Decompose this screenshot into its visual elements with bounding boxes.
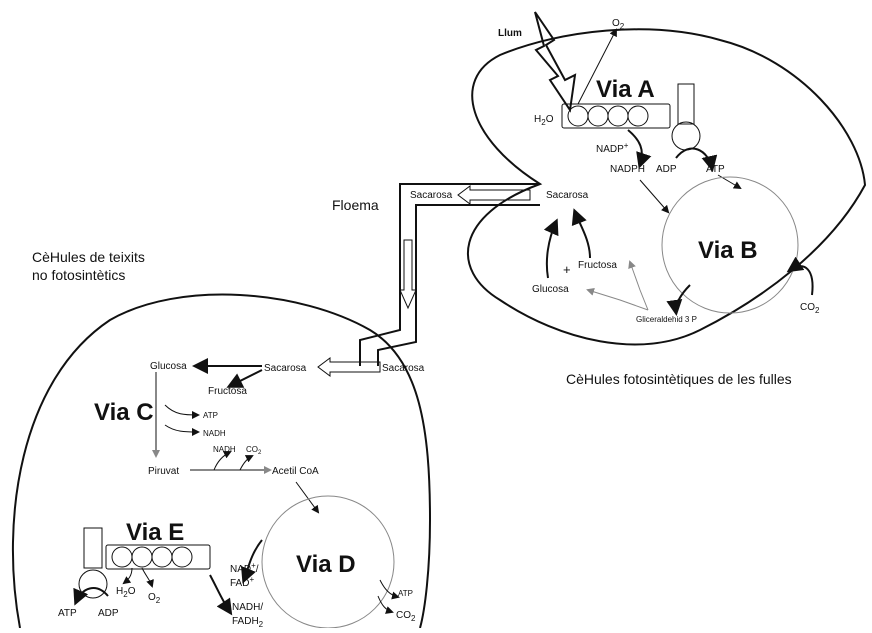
label-fad: FAD+ — [230, 575, 254, 589]
arrow-g3p-fructosa — [628, 260, 649, 311]
label-via-a: Via A — [596, 76, 655, 103]
label-adp-top: ADP — [656, 164, 677, 175]
floema-arrow-down — [399, 239, 417, 310]
arrow-viad-co2 — [377, 595, 394, 614]
label-adp-bottom: ADP — [98, 608, 119, 619]
label-acetil: Acetil CoA — [272, 466, 319, 477]
arrow-nadp-nadph — [627, 129, 652, 169]
label-nad-fad: NAD+/ — [230, 561, 259, 575]
label-nadh-small: NADH — [213, 445, 236, 454]
label-via-c: Via C — [94, 399, 154, 426]
label-nadp: NADP+ — [596, 141, 629, 155]
label-sacarosa-leaf: Sacarosa — [546, 190, 589, 201]
label-via-e: Via E — [126, 519, 184, 546]
label-nadh-c: NADH — [203, 429, 226, 438]
floema-arrow-left — [457, 185, 531, 205]
label-co2-small: CO2 — [246, 445, 262, 456]
label-sacarosa-tube: Sacarosa — [410, 190, 453, 201]
nonphoto-cell-outline — [11, 293, 432, 629]
label-fructosa-leaf: Fructosa — [578, 260, 617, 271]
label-atp-bottom: ATP — [58, 608, 77, 619]
arrow-o2-bottom — [141, 567, 154, 588]
label-nadph-top: NADPH — [610, 164, 645, 175]
electron-transport-chain — [78, 527, 211, 599]
arrow-adp-atp — [675, 147, 718, 172]
arrow-co2-in — [786, 256, 814, 296]
arrow-to-nadh — [164, 424, 200, 436]
label-plus: + — [563, 262, 571, 277]
label-co2-right: CO2 — [800, 302, 820, 315]
arrow-to-gliceraldehid — [666, 284, 691, 316]
label-piruvat: Piruvat — [148, 466, 179, 477]
label-atp-top: ATP — [706, 164, 725, 175]
label-floema: Floema — [332, 197, 379, 213]
thylakoid-top — [561, 83, 701, 151]
label-atp-c: ATP — [203, 411, 218, 420]
calvin-cycle-circle — [661, 176, 799, 314]
arrow-g3p-glucosa — [586, 287, 649, 311]
arrow-nadh-nad — [241, 539, 263, 584]
arrow-nadph-viab — [639, 179, 670, 214]
arrow-nadh-small — [213, 451, 232, 471]
arrow-h2o-bottom — [122, 567, 133, 585]
floema-tube — [359, 183, 540, 366]
arrow-co2-small — [239, 455, 254, 471]
arrow-viad-atp — [379, 579, 400, 600]
label-glucosa-c: Glucosa — [150, 361, 187, 372]
label-h2o-bottom: H2O — [116, 586, 136, 599]
label-llum: Llum — [498, 28, 522, 39]
label-fructosa-c: Fructosa — [208, 386, 247, 397]
arrow-to-atp — [164, 404, 200, 419]
arrow-sacarosa-fructosa — [226, 369, 263, 388]
label-via-d: Via D — [296, 551, 356, 578]
label-co2-d: CO2 — [396, 610, 416, 623]
label-h2o-top: H2O — [534, 114, 554, 127]
arrow-adp-atp-bottom — [73, 587, 109, 606]
label-o2-top: O2 — [612, 18, 625, 31]
label-atp-d: ATP — [398, 589, 413, 598]
label-nadh-fadh: NADH/ — [232, 602, 263, 613]
label-via-b: Via B — [698, 237, 758, 264]
arrow-nad-fadh — [209, 574, 233, 616]
label-gliceraldehid: Gliceraldehid 3 P — [636, 315, 697, 324]
arrow-fructosa-sacarosa — [571, 208, 591, 259]
label-o2-bottom: O2 — [148, 592, 161, 605]
arrow-glucosa-sacarosa — [543, 218, 559, 279]
label-fadh2: FADH2 — [232, 616, 264, 628]
label-leaf-cells: CèHules fotosintètiques de les fulles — [566, 371, 792, 387]
leaf-cell-outline — [467, 28, 867, 346]
label-sacarosa-c: Sacarosa — [264, 363, 307, 374]
label-sacarosa-mid: Sacarosa — [382, 363, 425, 374]
label-other-cells-2: no fotosintètics — [32, 267, 125, 283]
label-other-cells-1: CèHules de teixits — [32, 249, 145, 265]
label-glucosa-leaf: Glucosa — [532, 284, 569, 295]
arrow-to-o2-top — [577, 28, 617, 105]
arrow-acetil-viad — [295, 481, 320, 514]
floema-arrow-left-lower — [317, 357, 381, 377]
lightning-icon — [534, 11, 577, 113]
